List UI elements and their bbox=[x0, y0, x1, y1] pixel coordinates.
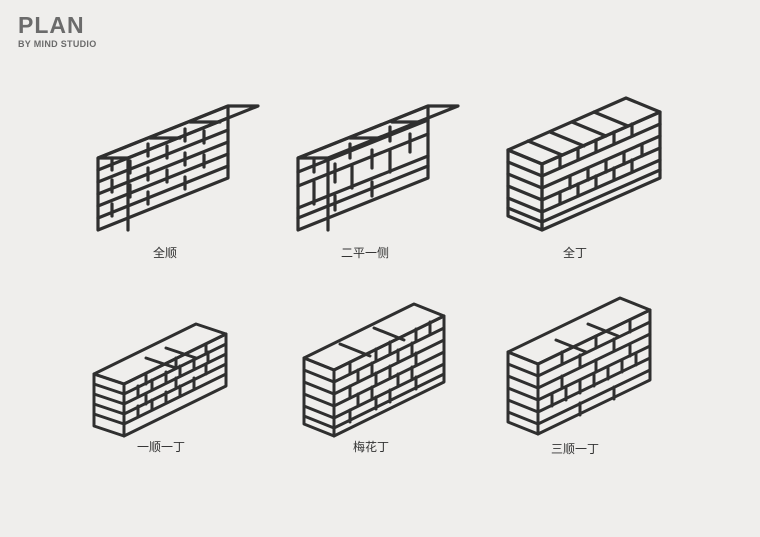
wall-label-full-stretcher: 全顺 bbox=[152, 246, 177, 260]
wall-diagram-one-stretcher-one-header: 一顺一丁 bbox=[86, 300, 276, 490]
wall-label-flemish-bond: 梅花丁 bbox=[352, 440, 389, 454]
wall-diagram-three-stretcher-one-header: 三顺一丁 bbox=[500, 288, 690, 478]
brand-subtitle: BY MIND STUDIO bbox=[18, 39, 97, 49]
brick-wall-three-stretcher-one-header-icon bbox=[506, 296, 652, 436]
brand-title: PLAN bbox=[18, 12, 85, 38]
brick-wall-full-stretcher-icon bbox=[96, 104, 260, 232]
brick-wall-full-header-icon bbox=[506, 96, 662, 232]
wall-diagram-two-flat-one-side: 二平一侧 bbox=[290, 92, 480, 282]
brick-wall-two-flat-one-side-icon bbox=[296, 104, 460, 232]
brand: PLAN BY MIND STUDIO bbox=[18, 12, 97, 49]
wall-label-three-stretcher-one-header: 三顺一丁 bbox=[550, 442, 599, 456]
wall-diagram-flemish-bond: 梅花丁 bbox=[296, 292, 486, 482]
wall-label-one-stretcher-one-header: 一顺一丁 bbox=[136, 440, 185, 454]
wall-diagram-full-header: 全丁 bbox=[500, 86, 690, 276]
wall-label-two-flat-one-side: 二平一侧 bbox=[340, 246, 389, 260]
brick-wall-one-stretcher-one-header-icon bbox=[92, 322, 228, 438]
wall-label-full-header: 全丁 bbox=[562, 246, 587, 260]
wall-diagram-full-stretcher: 全顺 bbox=[90, 92, 280, 282]
brick-wall-flemish-bond-icon bbox=[302, 302, 446, 438]
